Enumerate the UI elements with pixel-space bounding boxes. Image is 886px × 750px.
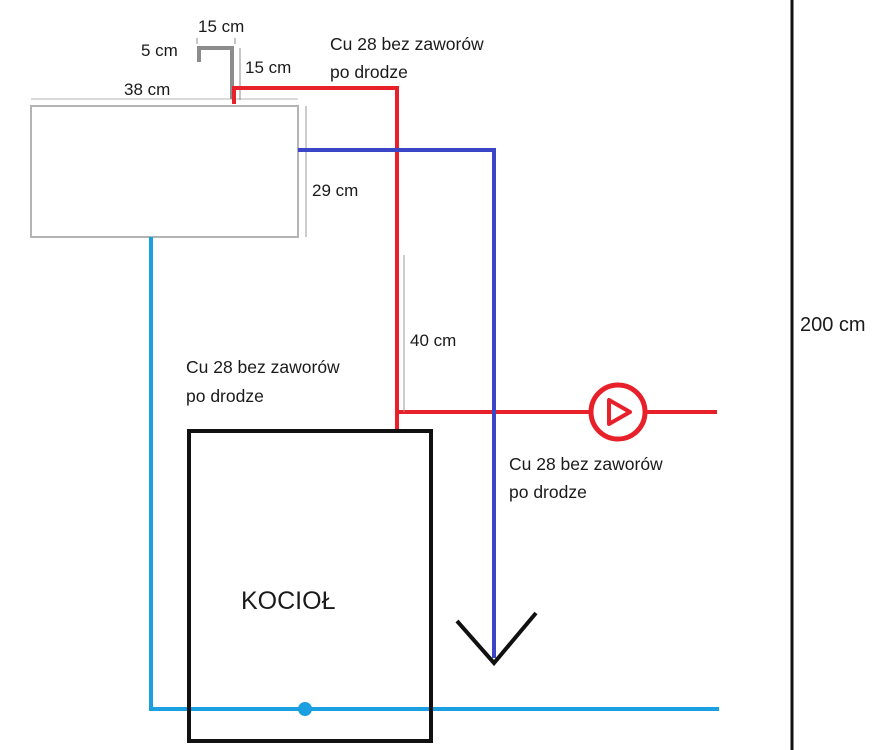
- dim-38cm-label: 38 cm: [124, 80, 170, 99]
- pump-icon: [588, 382, 648, 442]
- dim-15cm-top-label: 15 cm: [198, 17, 244, 36]
- cold-feed-junction: [298, 702, 312, 716]
- dim-5cm-label: 5 cm: [141, 41, 178, 60]
- note-top-line2: po drodze: [330, 62, 408, 82]
- expansion-tank: [30, 105, 299, 238]
- dim-40cm-label: 40 cm: [410, 331, 456, 350]
- note-left-line1: Cu 28 bez zaworów: [186, 357, 340, 377]
- boiler-label: KOCIOŁ: [241, 587, 336, 615]
- boiler: [187, 429, 433, 743]
- dim-29cm-label: 29 cm: [312, 181, 358, 200]
- dim-15cm-side-label: 15 cm: [245, 58, 291, 77]
- supply-pipe: [232, 86, 399, 431]
- note-right-line1: Cu 28 bez zaworów: [509, 454, 663, 474]
- note-top-line1: Cu 28 bez zaworów: [330, 34, 484, 54]
- dim-200cm-label: 200 cm: [800, 314, 866, 336]
- cold-feed-pipe: [149, 237, 719, 711]
- note-left-line2: po drodze: [186, 386, 264, 406]
- note-right-line2: po drodze: [509, 482, 587, 502]
- drain-funnel-icon: [455, 611, 538, 667]
- vent-pipe: [197, 46, 234, 99]
- return-pipe: [298, 148, 496, 658]
